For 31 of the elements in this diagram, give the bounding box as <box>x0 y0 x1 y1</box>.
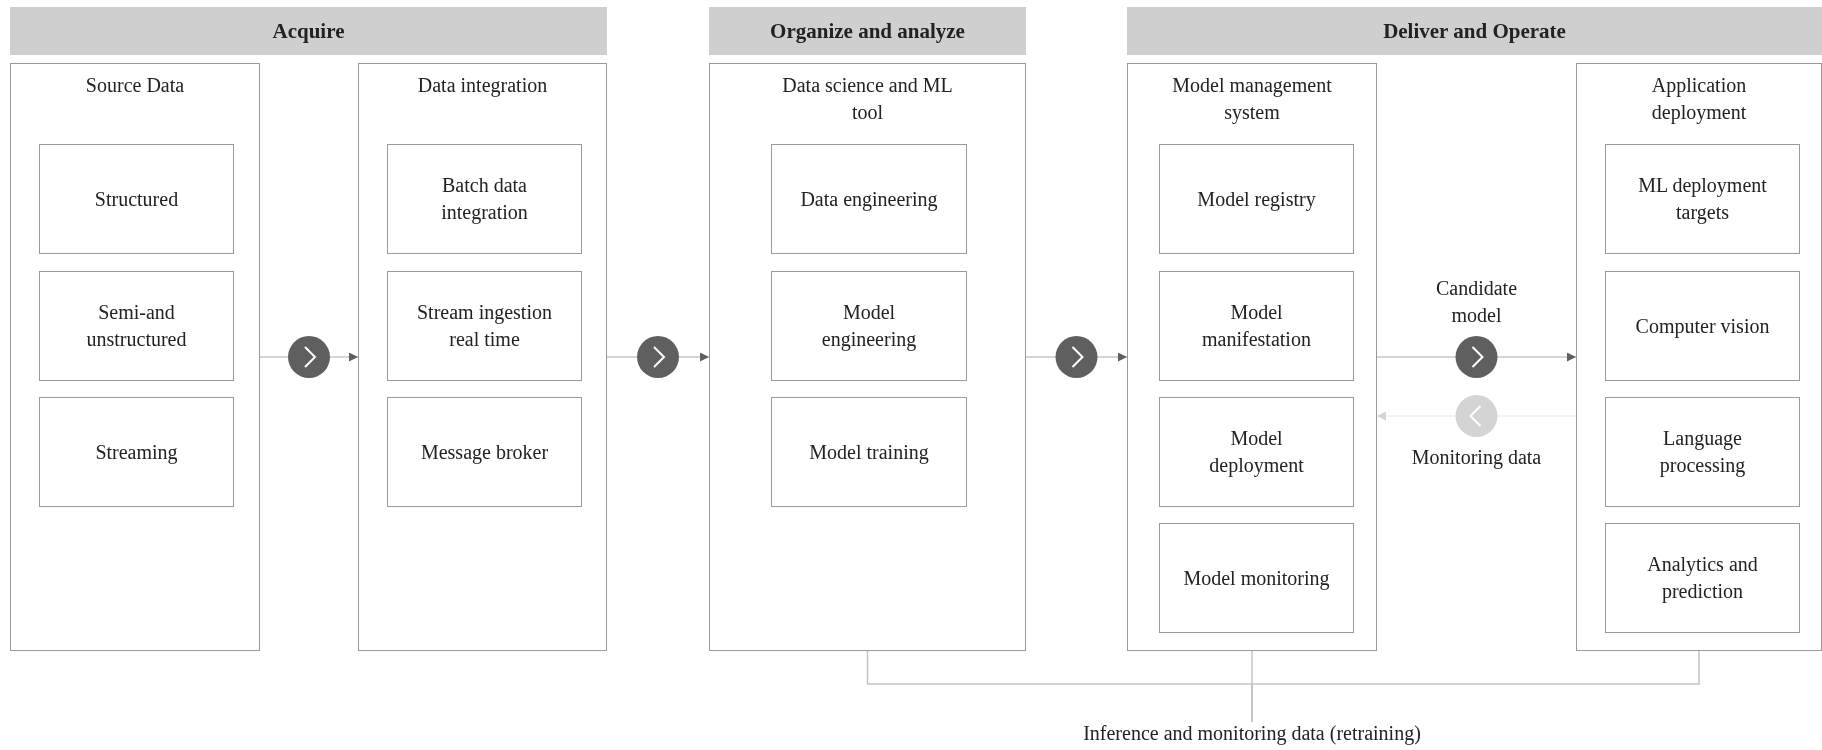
annotation-text: Inference and monitoring data (retraining) <box>1030 722 1474 750</box>
section-header-band: Deliver and Operate <box>1127 7 1822 55</box>
item-box: Batch data integration <box>387 144 582 254</box>
item-box: ML deployment targets <box>1605 144 1800 254</box>
item-box: Analytics and prediction <box>1605 523 1800 633</box>
item-box: Model engineering <box>771 271 967 381</box>
column-title: Data science and ML tool <box>781 73 954 125</box>
column-panel <box>1127 63 1377 651</box>
item-box: Model registry <box>1159 144 1354 254</box>
section-header-band: Acquire <box>10 7 607 55</box>
column-panel <box>1576 63 1822 651</box>
item-box: Semi-and unstructured <box>39 271 234 381</box>
item-box: Data engineering <box>771 144 967 254</box>
column-title: Model management system <box>1171 73 1333 126</box>
column-panel <box>358 63 607 651</box>
column-title: Data integration <box>416 73 549 99</box>
item-box: Streaming <box>39 397 234 507</box>
item-box: Language processing <box>1605 397 1800 507</box>
column-panel <box>10 63 260 651</box>
column-title: Source Data <box>84 73 186 98</box>
item-box: Computer vision <box>1605 271 1800 381</box>
item-box: Model manifestation <box>1159 271 1354 381</box>
item-box: Message broker <box>387 397 582 507</box>
section-header-band: Organize and analyze <box>709 7 1026 55</box>
item-box: Stream ingestion real time <box>387 271 582 381</box>
column-panel <box>709 63 1026 651</box>
item-box: Model training <box>771 397 967 507</box>
item-box: Model deployment <box>1159 397 1354 507</box>
item-box: Model monitoring <box>1159 523 1354 633</box>
item-box: Structured <box>39 144 234 254</box>
column-title: Application deployment <box>1650 73 1748 126</box>
